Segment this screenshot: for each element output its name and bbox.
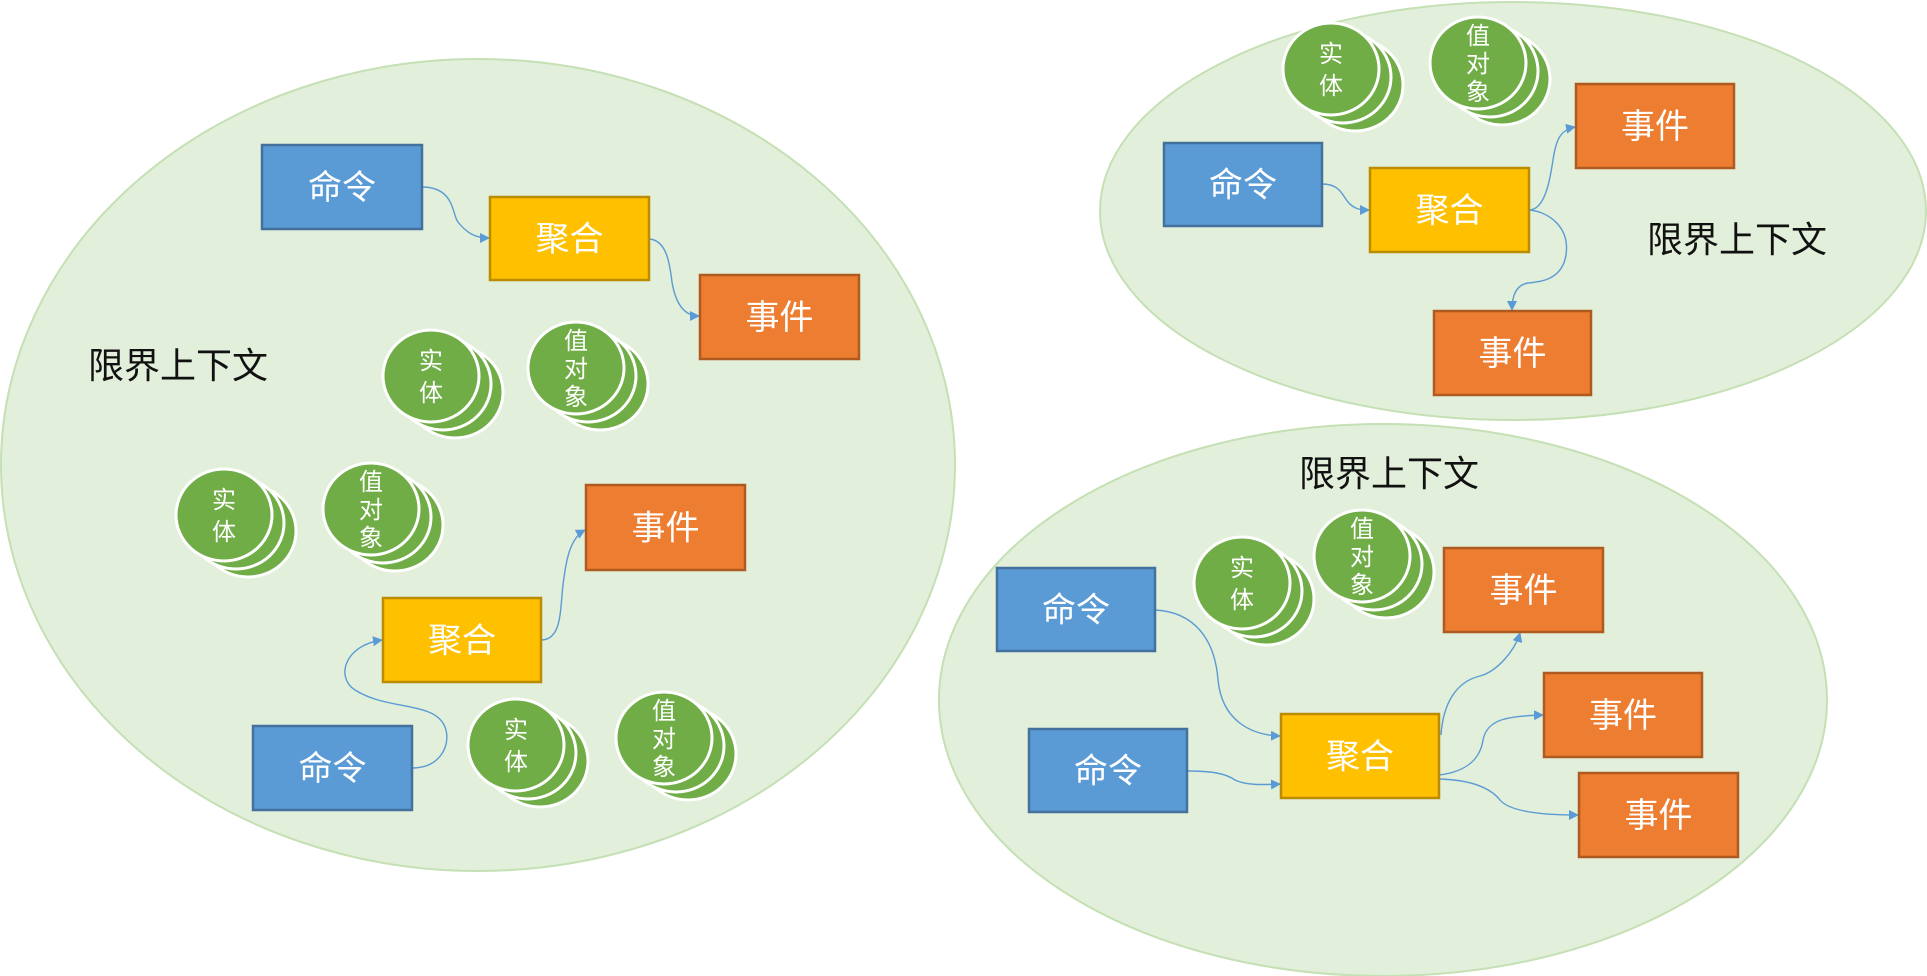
event-label: 事件 (1479, 334, 1547, 374)
entity-stack[interactable]: 实体 (381, 328, 505, 440)
aggregate-rect (1279, 712, 1441, 800)
connector-arrow (344, 636, 448, 769)
event-rect (1432, 309, 1593, 397)
connector-arrow (540, 529, 586, 641)
aggregate-rect (381, 596, 543, 684)
value-object-stack[interactable]: 值对象 (1428, 15, 1552, 127)
coin-front (614, 690, 714, 786)
context-label: 限界上下文 (88, 346, 268, 387)
event-box[interactable]: 事件 (1542, 671, 1704, 759)
value-object-stack[interactable]: 值对象 (526, 320, 650, 432)
connector-arrow (1507, 209, 1568, 311)
event-box[interactable]: 事件 (1432, 309, 1593, 397)
event-rect (1542, 671, 1704, 759)
context-label: 限界上下文 (1647, 220, 1827, 261)
coin-front (381, 328, 481, 424)
coin-label: 实体 (1230, 554, 1254, 614)
command-box[interactable]: 命令 (995, 566, 1157, 653)
bounded-context-left: 限界上下文 (0, 58, 956, 872)
context-ellipse (0, 58, 956, 872)
connector-arrow (1440, 632, 1523, 736)
command-label: 命令 (1042, 591, 1110, 631)
command-box[interactable]: 命令 (260, 143, 424, 231)
event-box[interactable]: 事件 (1442, 546, 1605, 634)
event-rect (584, 483, 747, 572)
aggregate-box[interactable]: 聚合 (1368, 166, 1531, 254)
command-rect (260, 143, 424, 231)
event-rect (1577, 771, 1740, 859)
command-label: 命令 (299, 749, 367, 789)
coin-label: 实体 (504, 716, 528, 776)
coin-front (1428, 15, 1528, 111)
connector-arrow (1528, 123, 1576, 211)
event-box[interactable]: 事件 (698, 273, 861, 361)
command-box[interactable]: 命令 (1027, 727, 1189, 814)
coin-label: 值对象 (1466, 22, 1490, 106)
coin-front (466, 697, 566, 793)
coin-front (526, 320, 626, 416)
event-label: 事件 (1625, 796, 1693, 836)
coin-label: 值对象 (359, 468, 383, 552)
value-object-stack[interactable]: 值对象 (321, 461, 445, 573)
command-rect (1162, 141, 1324, 228)
aggregate-label: 聚合 (1326, 737, 1394, 777)
connector-arrow (1321, 183, 1370, 215)
context-label: 限界上下文 (1299, 454, 1479, 495)
event-box[interactable]: 事件 (584, 483, 747, 572)
connector-arrow (421, 186, 490, 243)
aggregate-label: 聚合 (428, 621, 496, 661)
value-object-stack[interactable]: 值对象 (1312, 508, 1436, 620)
command-label: 命令 (1209, 166, 1277, 206)
aggregate-box[interactable]: 聚合 (488, 195, 651, 282)
event-box[interactable]: 事件 (1577, 771, 1740, 859)
command-box[interactable]: 命令 (251, 724, 414, 812)
command-rect (1027, 727, 1189, 814)
connector-arrow (1154, 609, 1281, 741)
coin-front (321, 461, 421, 557)
coin-label: 实体 (419, 347, 443, 407)
coin-front (1192, 535, 1292, 631)
aggregate-rect (488, 195, 651, 282)
command-label: 命令 (1074, 752, 1142, 792)
event-rect (698, 273, 861, 361)
aggregate-label: 聚合 (1416, 191, 1484, 231)
event-label: 事件 (746, 298, 814, 338)
coin-front (1281, 21, 1381, 117)
event-label: 事件 (1589, 696, 1657, 736)
connector-arrow (1186, 770, 1281, 790)
event-label: 事件 (1621, 107, 1689, 147)
coin-label: 值对象 (1350, 515, 1374, 599)
event-box[interactable]: 事件 (1574, 82, 1736, 170)
coin-label: 值对象 (652, 697, 676, 781)
coin-label: 实体 (1319, 40, 1343, 100)
connector-arrow (1438, 778, 1579, 820)
aggregate-label: 聚合 (536, 220, 604, 260)
event-rect (1574, 82, 1736, 170)
command-rect (251, 724, 414, 812)
event-rect (1442, 546, 1605, 634)
value-object-stack[interactable]: 值对象 (614, 690, 738, 802)
entity-stack[interactable]: 实体 (1192, 535, 1316, 647)
entity-stack[interactable]: 实体 (1281, 21, 1405, 133)
connector-arrow (648, 238, 700, 321)
coin-label: 值对象 (564, 327, 588, 411)
command-label: 命令 (308, 168, 376, 208)
aggregate-box[interactable]: 聚合 (381, 596, 543, 684)
coin-front (1312, 508, 1412, 604)
aggregate-box[interactable]: 聚合 (1279, 712, 1441, 800)
entity-stack[interactable]: 实体 (466, 697, 590, 809)
aggregate-rect (1368, 166, 1531, 254)
entity-stack[interactable]: 实体 (174, 467, 298, 579)
event-label: 事件 (632, 509, 700, 549)
coin-front (174, 467, 274, 563)
command-rect (995, 566, 1157, 653)
coin-label: 实体 (212, 486, 236, 546)
connector-arrow (1438, 710, 1544, 776)
event-label: 事件 (1490, 571, 1558, 611)
command-box[interactable]: 命令 (1162, 141, 1324, 228)
